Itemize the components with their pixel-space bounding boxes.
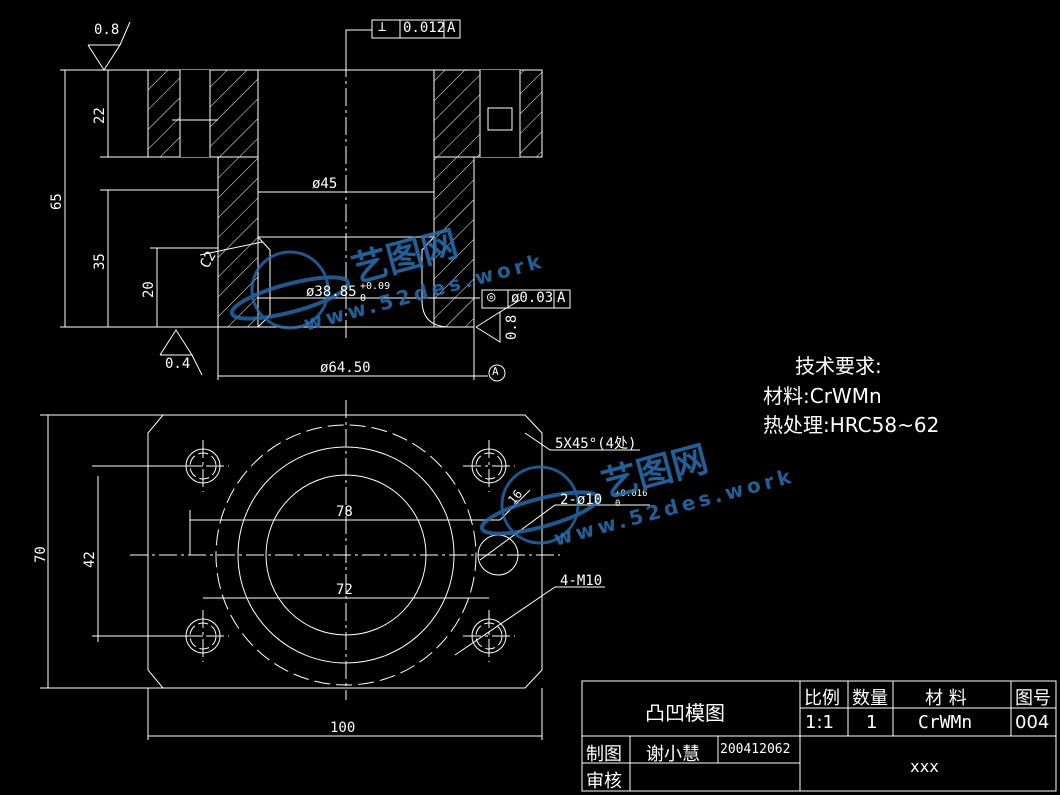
- dim-d6450: ø64.50: [320, 360, 371, 376]
- datum-a-label: A: [492, 365, 499, 378]
- check-label: 审核: [586, 771, 622, 792]
- roughness-top-value: 0.8: [94, 22, 120, 38]
- dim-d3885-tol-low: 0: [360, 293, 367, 304]
- front-view-outline: [147, 69, 543, 328]
- dim-70: 70: [33, 546, 49, 563]
- org-name: xxx: [910, 757, 939, 776]
- perpendicularity-datum: A: [447, 20, 456, 36]
- scale-label: 比例: [804, 688, 840, 709]
- tech-req-material: 材料:CrWMn: [763, 384, 882, 408]
- dim-d45: ø45: [312, 176, 338, 192]
- scale-value: 1:1: [805, 712, 834, 733]
- perpendicularity-symbol-icon: ⊥: [378, 19, 387, 35]
- dim-22: 22: [92, 107, 108, 124]
- drawing-name: 凸凹模图: [645, 701, 725, 725]
- thread-note: 4-M10: [560, 573, 603, 589]
- title-block-lines: [581, 680, 1057, 792]
- top-center-lines: [130, 400, 560, 700]
- pin-hole-note: 2-ø10: [560, 492, 603, 508]
- dim-72: 72: [336, 582, 353, 598]
- chamfer-note: 5X45°(4处): [555, 436, 637, 452]
- dim-42: 42: [82, 551, 98, 568]
- concentricity-datum: A: [557, 290, 566, 306]
- dim-100: 100: [330, 720, 356, 736]
- front-dimension-lines: [60, 19, 571, 382]
- drawn-id: 200412062: [720, 742, 791, 757]
- dim-d3885-tol-up: +0.09: [360, 281, 391, 292]
- material-label: 材 料: [925, 688, 967, 709]
- drawn-name: 谢小慧: [646, 744, 700, 765]
- qty-value: 1: [866, 712, 878, 733]
- top-view-outline: [147, 414, 543, 689]
- concentricity-symbol-icon: ◎: [487, 289, 496, 305]
- top-dimension-lines: [40, 414, 650, 740]
- pin-hole-tol-up: +0.016: [615, 489, 648, 499]
- drawn-label: 制图: [586, 744, 622, 765]
- dim-d3885: ø38.85: [306, 284, 357, 300]
- pin-hole-tol-low: 0: [615, 499, 621, 509]
- concentricity-tolerance: ø0.03: [511, 290, 554, 306]
- roughness-side-value: 0.8: [504, 314, 520, 340]
- tech-req-heading: 技术要求:: [795, 354, 882, 378]
- watermark-logo-icon: [229, 250, 601, 545]
- drawing-no-value: 004: [1015, 712, 1050, 733]
- drawing-no-label: 图号: [1015, 688, 1051, 709]
- qty-label: 数量: [852, 688, 888, 709]
- dim-78: 78: [336, 504, 353, 520]
- dim-65: 65: [49, 193, 65, 210]
- dim-20: 20: [141, 281, 157, 298]
- perpendicularity-tolerance: 0.012: [403, 20, 446, 36]
- material-value: CrWMn: [918, 712, 973, 733]
- roughness-bottom-value: 0.4: [165, 356, 191, 372]
- dim-35: 35: [92, 253, 108, 270]
- tech-req-heat: 热处理:HRC58~62: [763, 413, 940, 437]
